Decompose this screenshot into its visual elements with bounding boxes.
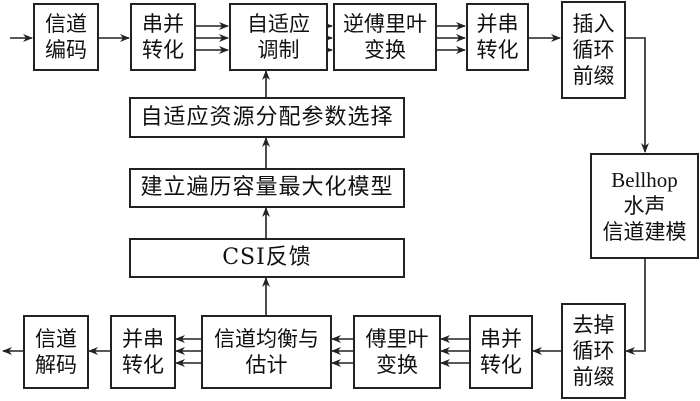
arrows-sp-to-fft: [440, 335, 469, 367]
arrow-bellhop-to-removecp: [625, 258, 646, 355]
remove-cyclic-prefix-block: 去掉 循环 前缀: [561, 303, 626, 399]
ifft-block: 逆傅里叶 变换: [333, 3, 437, 71]
channel-decoding-block: 信道 解码: [23, 315, 89, 389]
capacity-model-block: 建立遍历容量最大化模型: [129, 168, 405, 208]
arrows-sp-to-mod: [195, 22, 229, 54]
arrows-equalize-to-ps: [175, 335, 201, 367]
tx-parallel-serial-block: 并串 转化: [466, 3, 529, 71]
arrow-cp-to-bellhop: [625, 37, 649, 153]
channel-coding-block: 信道 编码: [33, 3, 99, 71]
param-select-block: 自适应资源分配参数选择: [129, 97, 405, 138]
insert-cyclic-prefix-block: 插入 循环 前缀: [561, 1, 626, 99]
rx-serial-parallel-block: 串并 转化: [469, 315, 533, 389]
adaptive-modulation-block: 自适应 调制: [229, 3, 328, 71]
tx-serial-parallel-block: 串并 转化: [130, 3, 196, 71]
fft-block: 傅里叶 变换: [353, 315, 441, 389]
bellhop-channel-block: Bellhop 水声 信道建模: [590, 153, 699, 259]
equalize-estimate-block: 信道均衡与 估计: [201, 315, 332, 389]
arrows-fft-to-equalize: [331, 335, 353, 367]
rx-parallel-serial-block: 并串 转化: [110, 315, 176, 389]
csi-feedback-block: CSI反馈: [129, 238, 405, 278]
arrows-ifft-to-ps: [436, 22, 466, 54]
